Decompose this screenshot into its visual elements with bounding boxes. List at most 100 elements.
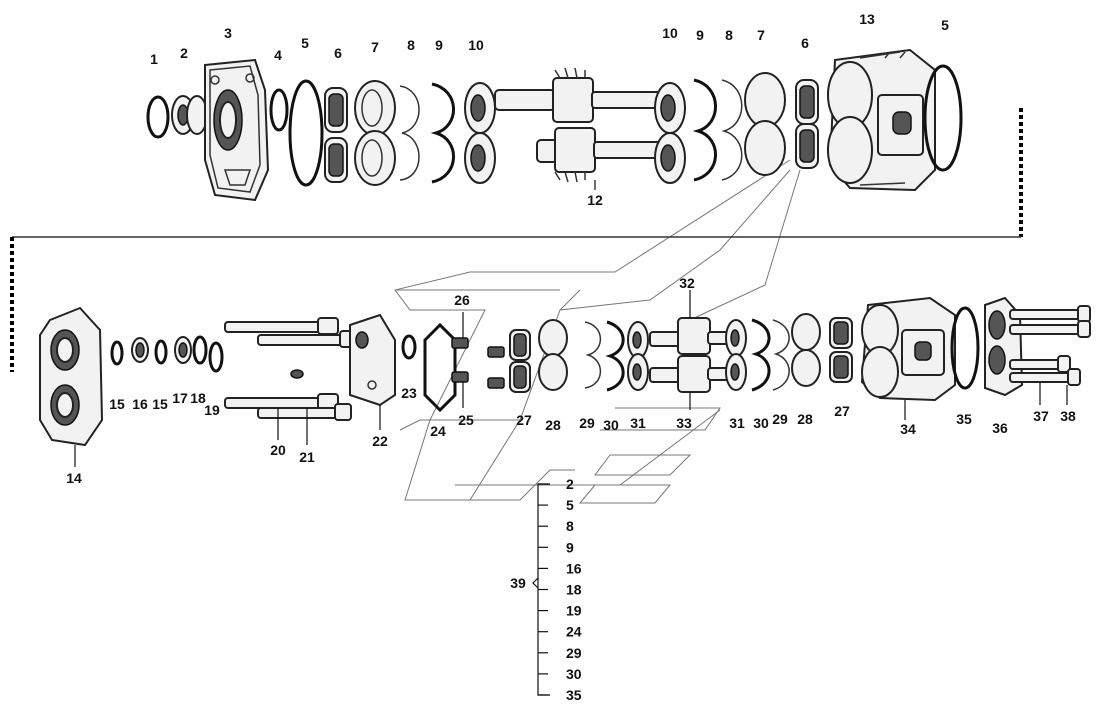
label-8b: 8 <box>725 27 733 43</box>
part-backup-ring-30a <box>605 320 625 392</box>
kit-item-label: 16 <box>566 560 582 576</box>
label-13: 13 <box>859 11 875 27</box>
label-7b: 7 <box>757 27 765 43</box>
part-bushing-28a <box>538 319 568 391</box>
part-seal-8a <box>399 85 420 181</box>
label-30b: 30 <box>753 415 769 431</box>
label-12: 12 <box>587 192 603 208</box>
callout-labels: 1 2 3 4 5 6 7 8 9 10 10 9 8 7 6 13 5 12 … <box>66 11 1076 591</box>
label-24: 24 <box>430 423 446 439</box>
part-end-cover-14 <box>39 306 104 467</box>
label-15b: 15 <box>152 396 168 412</box>
label-38: 38 <box>1060 408 1076 424</box>
phantom-guide-lines <box>394 159 801 504</box>
part-plugs-25-26 <box>451 312 505 408</box>
part-o-ring-4 <box>269 88 289 132</box>
part-mounting-flange-3 <box>204 58 270 202</box>
part-o-ring-5b <box>923 64 963 172</box>
label-3: 3 <box>224 25 232 41</box>
kit-item-label: 19 <box>566 603 582 619</box>
kit-item-label: 2 <box>566 476 574 492</box>
label-28b: 28 <box>797 411 813 427</box>
part-wear-plate-31a <box>627 321 649 391</box>
kit-item-label: 30 <box>566 666 582 682</box>
part-o-ring-35 <box>950 306 980 390</box>
label-26: 26 <box>454 292 470 308</box>
label-9a: 9 <box>435 37 443 53</box>
kit-item-label: 35 <box>566 687 582 703</box>
part-wear-plate-31b <box>725 319 747 391</box>
label-6b: 6 <box>801 35 809 51</box>
part-rear-flange-36 <box>984 296 1024 397</box>
part-bolts-37-38 <box>1009 305 1091 405</box>
label-39: 39 <box>510 575 526 591</box>
part-bearing-27a <box>509 329 531 393</box>
part-gear-set-12 <box>494 67 663 190</box>
part-bushing-7a <box>354 80 396 186</box>
label-1: 1 <box>150 51 158 67</box>
kit-item-label: 5 <box>566 497 574 513</box>
label-23: 23 <box>401 385 417 401</box>
part-bearing-27b <box>829 317 853 383</box>
label-10a: 10 <box>468 37 484 53</box>
label-37: 37 <box>1033 408 1049 424</box>
part-valve-body-22 <box>349 313 396 430</box>
part-shaft-seal-2 <box>171 95 208 135</box>
label-9b: 9 <box>696 27 704 43</box>
part-seal-29b <box>772 319 790 391</box>
label-27b: 27 <box>834 403 850 419</box>
label-16: 16 <box>132 396 148 412</box>
label-22: 22 <box>372 433 388 449</box>
label-19: 19 <box>204 402 220 418</box>
kit-item-label: 18 <box>566 582 582 598</box>
part-seal-29a <box>584 321 602 389</box>
part-seal-8b <box>721 79 743 181</box>
part-backup-ring-9a <box>430 82 455 184</box>
label-8a: 8 <box>407 37 415 53</box>
part-bearing-6a <box>324 87 348 183</box>
label-14: 14 <box>66 470 82 486</box>
label-29a: 29 <box>579 415 595 431</box>
label-31b: 31 <box>729 415 745 431</box>
part-o-ring-23 <box>401 334 417 360</box>
label-30a: 30 <box>603 417 619 433</box>
kit-item-label: 29 <box>566 645 582 661</box>
label-5b: 5 <box>941 17 949 33</box>
label-31a: 31 <box>630 415 646 431</box>
part-bolts-20-21 <box>224 317 357 445</box>
part-gasket-24 <box>423 322 457 413</box>
kit-39-bracket: 2 5 8 9 16 18 19 24 29 30 35 <box>532 476 582 703</box>
part-backup-ring-30b <box>751 318 771 392</box>
kit-item-label: 8 <box>566 518 574 534</box>
label-34: 34 <box>900 421 916 437</box>
label-33: 33 <box>676 415 692 431</box>
part-gear-housing-13 <box>827 48 936 192</box>
label-17: 17 <box>172 390 188 406</box>
part-bushing-7b <box>744 72 786 176</box>
label-21: 21 <box>299 449 315 465</box>
kit-item-label: 24 <box>566 624 582 640</box>
part-small-rings <box>110 335 224 373</box>
label-18: 18 <box>190 390 206 406</box>
label-5a: 5 <box>301 35 309 51</box>
part-bearing-6b <box>795 79 819 169</box>
label-25: 25 <box>458 412 474 428</box>
label-36: 36 <box>992 420 1008 436</box>
label-15a: 15 <box>109 396 125 412</box>
label-29b: 29 <box>772 411 788 427</box>
part-o-ring-5a <box>288 79 324 187</box>
label-4: 4 <box>274 47 282 63</box>
kit-item-label: 9 <box>566 539 574 555</box>
row-connector <box>10 108 1023 372</box>
label-27a: 27 <box>516 412 532 428</box>
label-35: 35 <box>956 411 972 427</box>
label-32: 32 <box>679 275 695 291</box>
part-bushing-28b <box>791 313 821 387</box>
label-10b: 10 <box>662 25 678 41</box>
part-wear-plate-10b <box>654 82 686 184</box>
part-backup-ring-9b <box>692 78 717 182</box>
label-6a: 6 <box>334 45 342 61</box>
part-rear-housing-34 <box>860 296 956 420</box>
part-snap-ring-1 <box>146 95 170 139</box>
